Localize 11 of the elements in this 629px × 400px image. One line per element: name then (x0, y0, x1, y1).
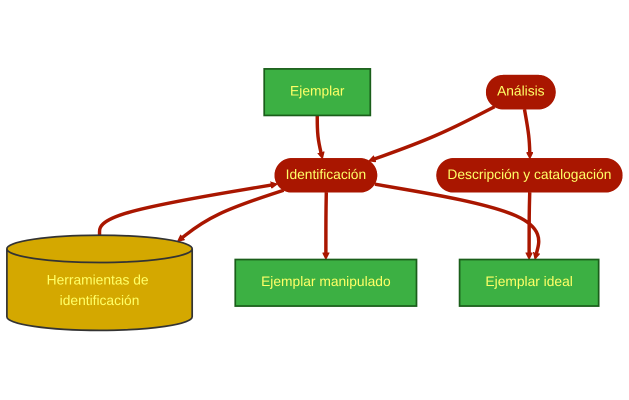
node-box: Ejemplar manipulado (234, 259, 418, 308)
arrow (522, 109, 534, 160)
node-box: Ejemplar (263, 68, 372, 117)
arrow (177, 188, 284, 242)
arrow (368, 106, 496, 163)
arrow (374, 182, 540, 260)
node-box: Ejemplar ideal (458, 259, 600, 308)
arrow (98, 182, 278, 236)
arrow (322, 192, 330, 260)
arrow (525, 192, 533, 260)
arrow (316, 116, 325, 160)
